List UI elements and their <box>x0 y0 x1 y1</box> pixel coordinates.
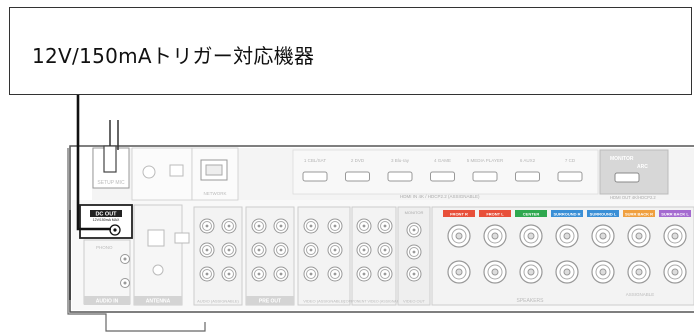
component-jack-b <box>377 218 393 234</box>
preout-jack-l <box>251 242 267 258</box>
audio-jack-l <box>199 218 215 234</box>
audio-jack-r <box>221 242 237 258</box>
hdmi-in-label: 3 Blu-ray <box>391 158 410 163</box>
preout-jack-l <box>251 218 267 234</box>
hdmi-out-port <box>614 172 640 183</box>
assignable-label: ASSIGNABLE <box>626 292 655 297</box>
component-jack-b <box>377 242 393 258</box>
phono-label: PHONO <box>96 245 113 250</box>
speaker-channel-label: SURR BACK R <box>625 211 653 216</box>
speakers-block <box>431 206 694 306</box>
device-label: 12V/150mAトリガー対応機器 <box>32 44 315 68</box>
speaker-terminal: FRONT L <box>479 210 511 284</box>
hdmi-in-label: 2 DVD <box>351 158 365 163</box>
video-out-jack <box>406 244 422 260</box>
antenna-label-bg <box>134 296 182 305</box>
audio-in-label: AUDIO IN <box>96 299 119 305</box>
video-out-jack <box>406 222 422 238</box>
hdmi-in-port <box>472 171 498 182</box>
hdmi-in-port <box>515 171 540 182</box>
video-jack-a <box>303 242 319 258</box>
dc-out-title-bg <box>90 210 122 217</box>
speaker-channel-label: SURR BACK L <box>661 211 689 216</box>
video-out-jack <box>406 266 422 282</box>
hdmi-in-label: 4 GAME <box>434 158 451 163</box>
hdmi-in-port <box>387 171 413 182</box>
network-label: NETWORK <box>204 191 227 196</box>
speaker-terminal: SURROUND R <box>551 210 583 284</box>
preout-jack-r <box>273 218 289 234</box>
speakers-label: SPEAKERS <box>517 298 545 304</box>
hdmi-in-port <box>557 171 583 182</box>
trigger-device-box: 12V/150mAトリガー対応機器 <box>9 7 692 95</box>
video-jack-b <box>327 266 343 282</box>
audio-in-label-bg <box>84 296 130 305</box>
hdmi-in-caption: HDMI IN 4K / HDCP2.2 (ASSIGNABLE) <box>400 194 480 199</box>
speaker-channel-label: FRONT R <box>450 211 468 216</box>
dc-out-title: DC OUT <box>95 212 117 218</box>
preout-jack-r <box>273 266 289 282</box>
trigger-cable <box>76 95 111 231</box>
hdmi-in-label: 7 CD <box>565 158 576 163</box>
video-jack-b <box>327 242 343 258</box>
audio-assignable-label: AUDIO (ASSIGNABLE) <box>197 299 239 304</box>
speaker-terminal: CENTER <box>515 210 547 284</box>
speaker-channel-label: SURROUND R <box>553 211 580 216</box>
hdmi-in-port <box>345 171 370 182</box>
component-label: COMPONENT VIDEO (ASSIGNABLE) <box>343 300 405 304</box>
speaker-terminal: SURR BACK R <box>623 210 655 284</box>
video-jack-b <box>327 218 343 234</box>
trigger-plug <box>103 145 117 173</box>
pre-out-label: PRE OUT <box>259 299 281 305</box>
hdmi-out-arc: ARC <box>637 164 648 170</box>
hdmi-out-title: MONITOR <box>610 156 634 162</box>
antenna-label: ANTENNA <box>146 299 171 305</box>
video-jack-a <box>303 266 319 282</box>
hdmi-out-bank <box>599 149 669 195</box>
hdmi-in-label: 5 MEDIA PLAYER <box>467 158 504 163</box>
video-out-label: VIDEO OUT <box>403 299 426 304</box>
audio-jack-r <box>221 266 237 282</box>
component-jack-a <box>356 242 372 258</box>
phono-jacks <box>120 254 130 288</box>
component-jack-a <box>356 266 372 282</box>
panel-foot <box>67 148 206 332</box>
antenna-block <box>133 204 183 306</box>
hdmi-out-caption: HDMI OUT 4K/HDCP2.2 <box>610 195 656 200</box>
dc-out-spec: 12V/150mA MAX <box>93 218 120 222</box>
hdmi-in-port <box>430 171 455 182</box>
speaker-channel-label: CENTER <box>523 211 540 216</box>
video-jack-a <box>303 218 319 234</box>
audio-jack-l <box>199 242 215 258</box>
hdmi-in-label: 6 AUX2 <box>520 158 536 163</box>
speaker-terminal: SURROUND L <box>587 210 619 284</box>
audio-jack-r <box>221 218 237 234</box>
monitor-label: MONITOR <box>405 210 424 215</box>
audio-jack-l <box>199 266 215 282</box>
component-jack-a <box>356 218 372 234</box>
speaker-terminal: SURR BACK L <box>659 210 691 284</box>
speaker-channel-label: FRONT L <box>486 211 504 216</box>
speaker-channel-label: SURROUND L <box>590 211 617 216</box>
setup-mic-label: SETUP MIC <box>97 180 125 186</box>
speaker-terminal: FRONT R <box>443 210 475 284</box>
video-assignable-label: VIDEO (ASSIGNABLE) <box>303 299 345 304</box>
preout-jack-l <box>251 266 267 282</box>
hdmi-in-port <box>302 171 328 182</box>
hdmi-in-label: 1 CBL/SAT <box>304 158 326 163</box>
component-jack-b <box>377 266 393 282</box>
audio-in-block <box>83 239 131 305</box>
preout-jack-r <box>273 242 289 258</box>
